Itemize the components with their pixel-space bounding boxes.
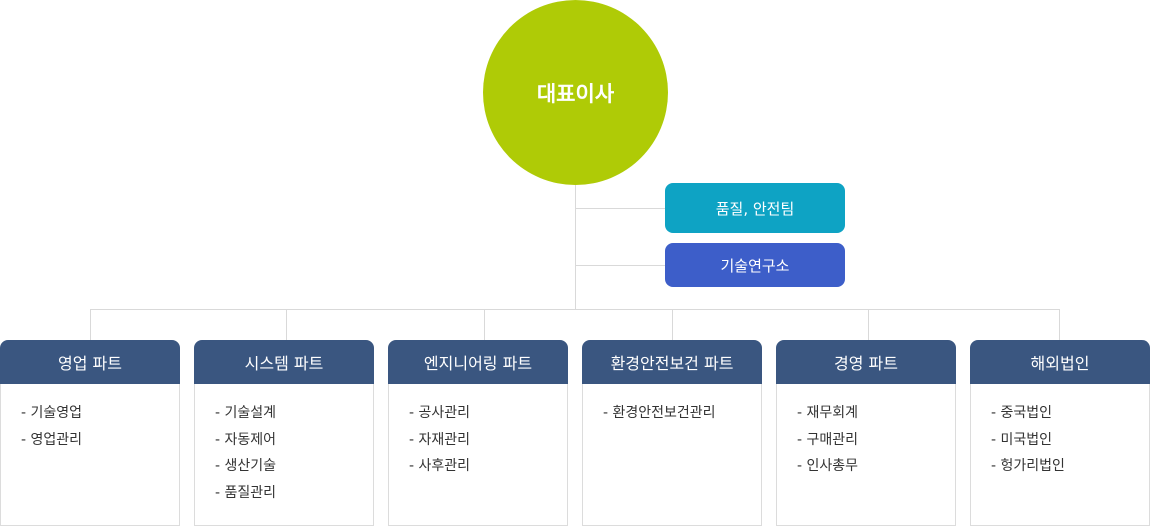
dept-item: 미국법인 bbox=[991, 427, 1149, 454]
dept-title: 해외법인 bbox=[1030, 354, 1090, 373]
dept-management: 경영 파트 재무회계 구매관리 인사총무 bbox=[776, 340, 956, 526]
connector-dept-3 bbox=[484, 309, 485, 340]
dept-title: 환경안전보건 파트 bbox=[610, 354, 734, 373]
dept-ehs: 환경안전보건 파트 환경안전보건관리 bbox=[582, 340, 762, 526]
dept-item: 자재관리 bbox=[409, 427, 567, 454]
dept-title: 시스템 파트 bbox=[244, 354, 324, 373]
dept-header: 영업 파트 bbox=[0, 340, 180, 384]
dept-body: 환경안전보건관리 bbox=[582, 384, 762, 526]
dept-title: 경영 파트 bbox=[834, 354, 898, 373]
connector-staff-1 bbox=[575, 208, 665, 209]
dept-header: 경영 파트 bbox=[776, 340, 956, 384]
dept-body: 기술설계 자동제어 생산기술 품질관리 bbox=[194, 384, 374, 526]
dept-item: 자동제어 bbox=[215, 427, 373, 454]
dept-title: 영업 파트 bbox=[58, 354, 122, 373]
dept-body: 중국법인 미국법인 헝가리법인 bbox=[970, 384, 1150, 526]
dept-item: 기술영업 bbox=[21, 400, 179, 427]
dept-engineering: 엔지니어링 파트 공사관리 자재관리 사후관리 bbox=[388, 340, 568, 526]
dept-system: 시스템 파트 기술설계 자동제어 생산기술 품질관리 bbox=[194, 340, 374, 526]
dept-body: 공사관리 자재관리 사후관리 bbox=[388, 384, 568, 526]
dept-item: 재무회계 bbox=[797, 400, 955, 427]
connector-dept-6 bbox=[1059, 309, 1060, 340]
dept-item: 생산기술 bbox=[215, 453, 373, 480]
connector-vertical-main bbox=[575, 185, 576, 310]
dept-item: 인사총무 bbox=[797, 453, 955, 480]
dept-item: 품질관리 bbox=[215, 480, 373, 507]
dept-body: 재무회계 구매관리 인사총무 bbox=[776, 384, 956, 526]
dept-sales: 영업 파트 기술영업 영업관리 bbox=[0, 340, 180, 526]
dept-header: 엔지니어링 파트 bbox=[388, 340, 568, 384]
dept-item: 영업관리 bbox=[21, 427, 179, 454]
dept-item: 사후관리 bbox=[409, 453, 567, 480]
connector-dept-2 bbox=[286, 309, 287, 340]
dept-body: 기술영업 영업관리 bbox=[0, 384, 180, 526]
dept-header: 해외법인 bbox=[970, 340, 1150, 384]
staff-research-lab: 기술연구소 bbox=[665, 243, 845, 287]
ceo-label: 대표이사 bbox=[536, 81, 615, 106]
connector-dept-5 bbox=[868, 309, 869, 340]
dept-header: 시스템 파트 bbox=[194, 340, 374, 384]
dept-item: 구매관리 bbox=[797, 427, 955, 454]
dept-item: 헝가리법인 bbox=[991, 453, 1149, 480]
connector-dept-1 bbox=[90, 309, 91, 340]
connector-horizontal bbox=[90, 309, 1060, 310]
staff-label: 기술연구소 bbox=[720, 256, 790, 275]
dept-title: 엔지니어링 파트 bbox=[423, 354, 533, 373]
dept-header: 환경안전보건 파트 bbox=[582, 340, 762, 384]
staff-label: 품질, 안전팀 bbox=[715, 199, 795, 218]
connector-dept-4 bbox=[672, 309, 673, 340]
dept-overseas: 해외법인 중국법인 미국법인 헝가리법인 bbox=[970, 340, 1150, 526]
dept-item: 환경안전보건관리 bbox=[603, 400, 761, 427]
dept-item: 공사관리 bbox=[409, 400, 567, 427]
dept-item: 중국법인 bbox=[991, 400, 1149, 427]
dept-item: 기술설계 bbox=[215, 400, 373, 427]
connector-staff-2 bbox=[575, 265, 665, 266]
staff-quality-safety: 품질, 안전팀 bbox=[665, 183, 845, 233]
ceo-node: 대표이사 bbox=[483, 0, 668, 185]
